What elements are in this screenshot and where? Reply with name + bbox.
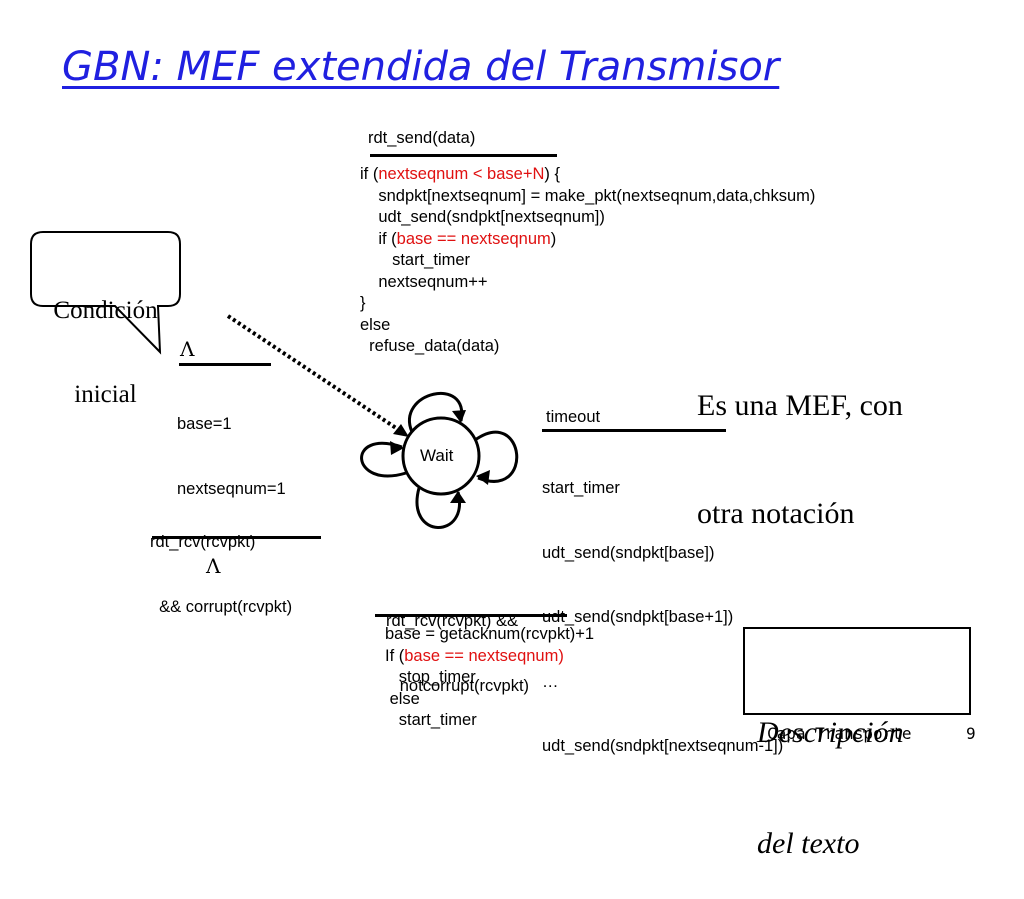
send-action-line: nextseqnum++ bbox=[360, 272, 815, 294]
ack-action-line: stop_timer bbox=[385, 667, 594, 689]
highlighted-condition: base == nextseqnum bbox=[396, 229, 551, 248]
callout-line: inicial bbox=[74, 381, 137, 408]
timeout-action: udt_send(sndpkt[base]) bbox=[542, 543, 715, 562]
timeout-action: start_timer bbox=[542, 479, 620, 497]
ack-transition-bar bbox=[375, 614, 567, 617]
code-text: refuse_data(data) bbox=[360, 337, 500, 355]
code-text: ) bbox=[550, 229, 557, 248]
footer-section: Capa Transporte bbox=[767, 724, 912, 743]
timeout-action: udt_send(sndpkt[base+1]) bbox=[542, 608, 734, 626]
initial-arrowhead bbox=[393, 424, 409, 437]
code-text: nextseqnum++ bbox=[360, 272, 488, 291]
code-text: else bbox=[385, 689, 420, 708]
state-wait-circle bbox=[401, 416, 481, 496]
ack-event-line: rdt_rcv(rcvpkt) && bbox=[386, 612, 519, 630]
highlighted-condition: base == nextseqnum) bbox=[404, 646, 564, 665]
notation-note: Es una MEF, con otra notación bbox=[697, 316, 903, 568]
highlighted-condition: nextseqnum < base+N bbox=[378, 165, 545, 183]
corrupt-self-loop bbox=[360, 441, 407, 478]
send-action-line: else bbox=[360, 315, 815, 337]
ack-action-line: base = getacknum(rcvpkt)+1 bbox=[385, 624, 594, 646]
state-wait-label: Wait bbox=[420, 446, 454, 465]
description-line: Descripción bbox=[757, 716, 904, 749]
send-loop-arrowhead bbox=[452, 410, 466, 423]
fsm-diagram bbox=[30, 231, 519, 529]
code-text: ) { bbox=[544, 165, 560, 183]
page-title: GBN: MEF extendida del Transmisor bbox=[62, 44, 780, 90]
description-line: del texto bbox=[757, 827, 860, 860]
timeout-action: udt_send(sndpkt[nextseqnum-1]) bbox=[542, 737, 784, 755]
timeout-loop-arrowhead bbox=[476, 470, 490, 485]
corrupt-lambda: Λ bbox=[206, 554, 221, 578]
callout-line: Condición bbox=[53, 297, 158, 324]
code-text: else bbox=[360, 315, 391, 334]
ack-action-block: base = getacknum(rcvpkt)+1 If (base == ne… bbox=[385, 624, 594, 732]
initial-lambda: Λ bbox=[180, 337, 195, 361]
timeout-action-block: start_timer udt_send(sndpkt[base]) udt_s… bbox=[542, 435, 783, 779]
ack-event-line: notcorrupt(rcvpkt) bbox=[386, 676, 530, 695]
send-action-line: udt_send(sndpkt[nextseqnum]) bbox=[360, 207, 815, 229]
send-self-loop bbox=[408, 392, 464, 433]
code-text: If ( bbox=[385, 646, 405, 665]
ack-self-loop bbox=[415, 487, 461, 529]
ack-action-line: If (base == nextseqnum) bbox=[385, 646, 594, 668]
timeout-self-loop bbox=[474, 430, 519, 483]
send-action-line: if (base == nextseqnum) bbox=[360, 229, 815, 251]
code-text: base = getacknum(rcvpkt)+1 bbox=[385, 625, 595, 643]
corrupt-transition-bar bbox=[152, 536, 321, 539]
code-text: if ( bbox=[360, 229, 397, 248]
ack-event-label: rdt_rcv(rcvpkt) && notcorrupt(rcvpkt) bbox=[386, 568, 529, 719]
description-box bbox=[743, 627, 971, 715]
initial-actions: base=1 nextseqnum=1 bbox=[177, 371, 286, 522]
send-event-label: rdt_send(data) bbox=[368, 129, 476, 147]
initial-action: base=1 bbox=[177, 415, 232, 433]
send-action-line: start_timer bbox=[360, 250, 815, 272]
send-action-line: } bbox=[360, 293, 815, 315]
timeout-transition-bar bbox=[542, 429, 726, 432]
initial-transition-bar bbox=[179, 363, 271, 366]
code-text: sndpkt[nextseqnum] = make_pkt(nextseqnum… bbox=[360, 186, 816, 205]
code-text: start_timer bbox=[385, 711, 477, 729]
initial-arrow bbox=[226, 314, 404, 434]
code-text: if ( bbox=[360, 165, 379, 183]
note-line: otra notación bbox=[697, 497, 855, 530]
code-text: udt_send(sndpkt[nextseqnum]) bbox=[360, 208, 605, 226]
code-text: stop_timer bbox=[385, 668, 476, 686]
code-text: start_timer bbox=[360, 251, 471, 269]
corrupt-event-label: rdt_rcv(rcvpkt) && corrupt(rcvpkt) bbox=[150, 489, 292, 640]
send-action-line: if (nextseqnum < base+N) { bbox=[360, 164, 815, 186]
timeout-action: … bbox=[542, 672, 559, 691]
initial-callout-bubble bbox=[30, 231, 181, 355]
send-action-line: refuse_data(data) bbox=[360, 336, 815, 358]
note-line: Es una MEF, con bbox=[697, 389, 903, 422]
send-action-line: sndpkt[nextseqnum] = make_pkt(nextseqnum… bbox=[360, 186, 815, 208]
initial-action: nextseqnum=1 bbox=[177, 479, 286, 498]
corrupt-loop-arrowhead bbox=[390, 441, 404, 455]
ack-loop-arrowhead bbox=[450, 491, 466, 503]
initial-callout-text: Condición inicial bbox=[31, 241, 180, 437]
code-text: } bbox=[360, 294, 366, 312]
timeout-event-label: timeout bbox=[546, 408, 601, 426]
description-text: Descripción del texto bbox=[757, 640, 904, 899]
send-transition-bar bbox=[370, 154, 557, 157]
corrupt-event-line: && corrupt(rcvpkt) bbox=[150, 597, 293, 616]
ack-action-line: else bbox=[385, 689, 594, 711]
page-number: 9 bbox=[966, 724, 976, 743]
corrupt-event-line: rdt_rcv(rcvpkt) bbox=[150, 533, 256, 551]
send-action-block: if (nextseqnum < base+N) { sndpkt[nextse… bbox=[360, 164, 815, 358]
ack-action-line: start_timer bbox=[385, 710, 594, 732]
